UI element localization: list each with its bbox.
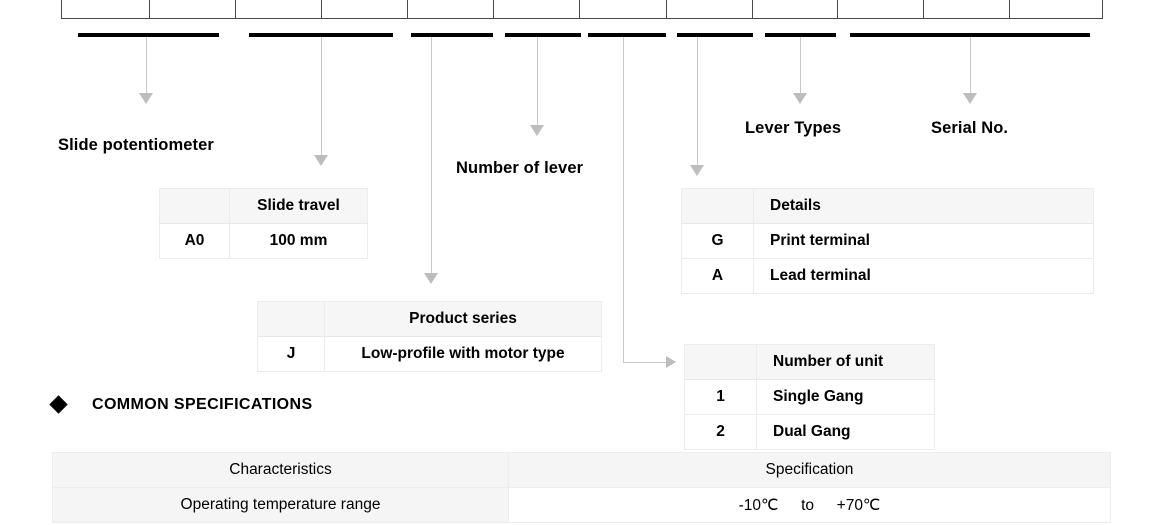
- group-bar-slide-travel: [249, 33, 393, 37]
- details-row-key: G: [681, 223, 754, 259]
- leader-line-number-of-unit-horizontal: [623, 362, 668, 363]
- group-bar-product-series: [411, 33, 493, 37]
- slide-travel-row-value: 100 mm: [229, 223, 368, 259]
- table-header-row: Slide travel: [159, 188, 368, 224]
- arrow-down-icon-slide-potentiometer: [139, 93, 153, 104]
- table-row: Operating temperature range -10℃ to +70℃: [52, 487, 1111, 523]
- common-specifications-table: Characteristics Specification Operating …: [52, 452, 1111, 523]
- diamond-bullet-icon: [49, 395, 68, 414]
- details-table: Details G Print terminal A Lead terminal: [681, 188, 1094, 294]
- part-number-cell[interactable]: [924, 0, 1011, 18]
- table-row: 1 Single Gang: [684, 379, 935, 415]
- part-number-cell[interactable]: [150, 0, 236, 18]
- number-of-unit-row-key: 2: [684, 414, 757, 450]
- spec-value-operating-temperature-range: -10℃ to +70℃: [508, 487, 1111, 523]
- number-of-unit-row-value: Single Gang: [756, 379, 935, 415]
- part-number-cell[interactable]: [494, 0, 580, 18]
- leader-line-details: [697, 37, 698, 167]
- callout-lever-types: Lever Types: [745, 119, 842, 137]
- table-row: J Low-profile with motor type: [257, 336, 602, 372]
- details-row-value: Lead terminal: [753, 258, 1094, 294]
- part-number-cell[interactable]: [236, 0, 323, 18]
- table-header-row: Number of unit: [684, 344, 935, 380]
- leader-line-slide-potentiometer: [146, 37, 147, 95]
- product-series-header-value: Product series: [324, 301, 602, 337]
- number-of-unit-header-value: Number of unit: [756, 344, 935, 380]
- section-heading-common-specifications: COMMON SPECIFICATIONS: [92, 396, 313, 413]
- spec-characteristic-operating-temperature-range: Operating temperature range: [52, 487, 509, 523]
- part-number-cell[interactable]: [1010, 0, 1102, 18]
- number-of-unit-row-key: 1: [684, 379, 757, 415]
- arrow-down-icon-product-series: [424, 273, 438, 284]
- product-series-row-key: J: [257, 336, 325, 372]
- group-bar-serial-no: [850, 33, 1090, 37]
- slide-travel-header-value: Slide travel: [229, 188, 368, 224]
- callout-serial-no: Serial No.: [931, 119, 1009, 137]
- number-of-unit-table: Number of unit 1 Single Gang 2 Dual Gang: [684, 344, 935, 450]
- group-bar-details: [677, 33, 753, 37]
- arrow-down-icon-number-of-lever: [530, 125, 544, 136]
- leader-line-serial-no: [970, 37, 971, 95]
- spec-temp-join: to: [801, 496, 815, 514]
- part-number-cell[interactable]: [580, 0, 667, 18]
- part-number-cell[interactable]: [838, 0, 925, 18]
- leader-line-lever-types: [800, 37, 801, 95]
- leader-line-product-series: [431, 37, 432, 275]
- group-bar-number-of-lever: [505, 33, 581, 37]
- arrow-down-icon-lever-types: [793, 93, 807, 104]
- part-number-cell[interactable]: [753, 0, 839, 18]
- slide-travel-table: Slide travel A0 100 mm: [159, 188, 368, 259]
- callout-slide-potentiometer: Slide potentiometer: [58, 136, 214, 154]
- spec-column-characteristics: Characteristics: [52, 452, 509, 488]
- spec-temp-max: +70℃: [836, 496, 881, 514]
- details-header-key: [681, 188, 754, 224]
- table-row: A0 100 mm: [159, 223, 368, 259]
- arrow-down-icon-details: [690, 165, 704, 176]
- product-series-table: Product series J Low-profile with motor …: [257, 301, 602, 372]
- part-number-cell[interactable]: [62, 0, 150, 18]
- details-header-value: Details: [753, 188, 1094, 224]
- group-bar-slide-potentiometer: [78, 33, 219, 37]
- arrow-down-icon-serial-no: [963, 93, 977, 104]
- product-series-header-key: [257, 301, 325, 337]
- callout-number-of-lever: Number of lever: [456, 159, 584, 177]
- table-row: 2 Dual Gang: [684, 414, 935, 450]
- details-row-value: Print terminal: [753, 223, 1094, 259]
- table-row: A Lead terminal: [681, 258, 1094, 294]
- spec-column-specification: Specification: [508, 452, 1111, 488]
- arrow-down-icon-slide-travel: [314, 155, 328, 166]
- details-row-key: A: [681, 258, 754, 294]
- table-row: G Print terminal: [681, 223, 1094, 259]
- part-number-cell[interactable]: [667, 0, 753, 18]
- product-series-row-value: Low-profile with motor type: [324, 336, 602, 372]
- table-header-row: Details: [681, 188, 1094, 224]
- slide-travel-header-key: [159, 188, 230, 224]
- slide-travel-row-key: A0: [159, 223, 230, 259]
- part-number-cells: [61, 0, 1103, 19]
- spec-temp-min: -10℃: [738, 496, 779, 514]
- leader-line-number-of-unit-vertical: [623, 37, 624, 362]
- leader-line-number-of-lever: [537, 37, 538, 127]
- number-of-unit-row-value: Dual Gang: [756, 414, 935, 450]
- table-header-row: Characteristics Specification: [52, 452, 1111, 488]
- part-number-cell[interactable]: [408, 0, 495, 18]
- table-header-row: Product series: [257, 301, 602, 337]
- number-of-unit-header-key: [684, 344, 757, 380]
- arrow-right-icon-number-of-unit: [666, 356, 676, 368]
- part-number-cell[interactable]: [322, 0, 409, 18]
- group-bar-number-of-unit: [588, 33, 666, 37]
- group-bar-lever-types: [765, 33, 836, 37]
- leader-line-slide-travel: [321, 37, 322, 157]
